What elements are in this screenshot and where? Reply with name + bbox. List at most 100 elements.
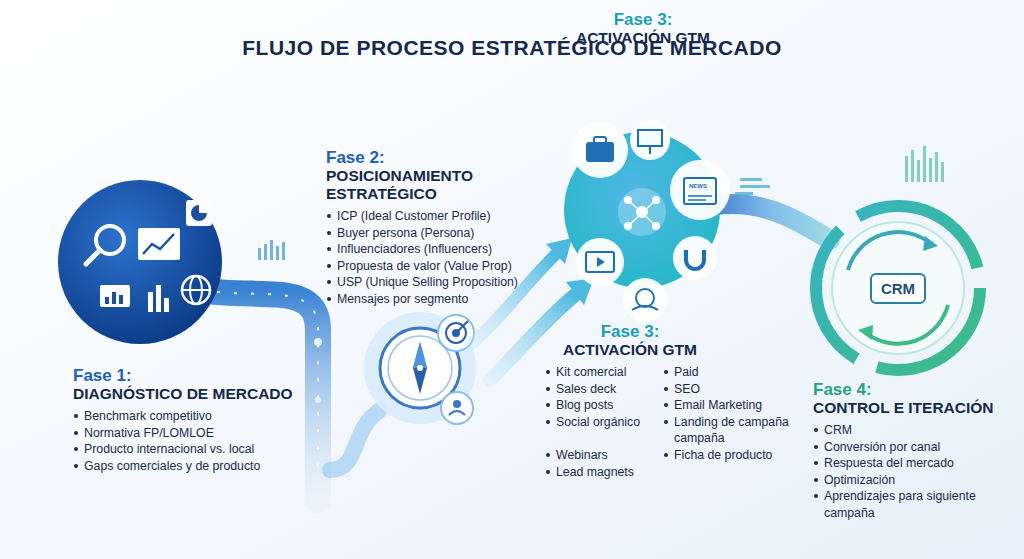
item-text: Benchmark competitivo xyxy=(84,409,212,423)
illustration-part xyxy=(586,142,614,162)
item-text: Respuesta del mercado xyxy=(824,456,954,470)
bullet-item: SEO xyxy=(663,381,791,398)
item-text: Mensajes por segmento xyxy=(337,292,468,306)
item-text: Conversión por canal xyxy=(824,440,940,454)
phase-heading: POSICIONAMIENTO ESTRATÉGICO xyxy=(326,167,486,203)
item-text: Social orgánico xyxy=(556,415,640,429)
illustration-part xyxy=(941,162,944,182)
bullet-item: ICP (Ideal Customer Profile) xyxy=(326,208,526,225)
phase-number: Fase 3: xyxy=(545,322,715,341)
illustration-part xyxy=(186,200,212,226)
illustration-part xyxy=(686,250,704,269)
illustration-part xyxy=(119,295,123,304)
item-text: Landing de campaña campaña xyxy=(674,415,789,446)
illustration-part xyxy=(670,160,730,220)
item-text: Gaps comerciales y de producto xyxy=(84,459,260,473)
bullet-item: Respuesta del mercado xyxy=(813,455,1018,472)
bullet-item: Kit comercial xyxy=(545,364,663,381)
phase-node: Fase 1:DIAGNÓSTICO DE MERCADO Benchmark c… xyxy=(73,366,305,474)
illustration-part xyxy=(441,392,473,424)
diagram-title: FLUJO DE PROCESO ESTRATÉGICO DE MERCADO xyxy=(0,36,1024,60)
illustration-part xyxy=(649,146,651,154)
illustration-part xyxy=(315,397,321,403)
bullet-dot xyxy=(74,447,78,451)
bullet-item: Producto internacional vs. local xyxy=(73,441,305,458)
bullet-item: Buyer persona (Persona) xyxy=(326,225,526,242)
illustration-part xyxy=(917,160,920,182)
illustration-part xyxy=(417,365,423,371)
bullet-dot xyxy=(546,453,550,457)
illustration-part xyxy=(112,292,116,304)
bullet-item: Conversión por canal xyxy=(813,439,1018,456)
bullet-item: Influenciadores (Influencers) xyxy=(326,241,526,258)
illustration-part xyxy=(848,232,930,270)
illustration-part xyxy=(935,152,938,182)
item-text: Producto internacional vs. local xyxy=(84,442,254,456)
item-text: Blog posts xyxy=(556,398,613,412)
bullet-item: Sales deck xyxy=(545,381,663,398)
illustration-part xyxy=(594,137,606,143)
bullet-dot xyxy=(546,403,550,407)
bullet-item: Benchmark competitivo xyxy=(73,408,305,425)
bullet-dot xyxy=(664,453,668,457)
bullet-dot xyxy=(814,494,818,498)
bullet-dot xyxy=(814,428,818,432)
item-text: ICP (Ideal Customer Profile) xyxy=(337,209,491,223)
bullet-item: Ficha de producto xyxy=(663,447,791,464)
phase-number: Fase 1: xyxy=(73,366,305,385)
illustration-part xyxy=(929,158,932,182)
bullet-dot xyxy=(664,387,668,391)
crm-circle: CRM xyxy=(843,233,953,343)
phase-heading: ACTIVACIÓN GTM xyxy=(545,341,715,359)
item-text: Buyer persona (Persona) xyxy=(337,226,474,240)
bullet-item: Propuesta de valor (Value Prop) xyxy=(326,258,526,275)
bullet-dot xyxy=(664,403,668,407)
illustration-part xyxy=(911,150,914,182)
item-text: Email Marketing xyxy=(674,398,762,412)
bullet-dot xyxy=(74,464,78,468)
bullet-dot xyxy=(664,420,668,424)
bullet-dot xyxy=(546,387,550,391)
bullet-dot xyxy=(327,231,331,235)
illustration-part xyxy=(138,228,180,260)
item-text: USP (Unique Selling Proposition) xyxy=(337,275,518,289)
illustration-part xyxy=(740,185,770,188)
illustration-part xyxy=(413,342,427,394)
illustration-part xyxy=(276,246,279,260)
phase-node: Fase 2:POSICIONAMIENTO ESTRATÉGICO ICP (I… xyxy=(326,148,526,308)
bullet-dot xyxy=(327,297,331,301)
item-text: Lead magnets xyxy=(556,465,634,479)
bullet-item: Lead magnets xyxy=(545,464,663,481)
illustration-part xyxy=(923,236,938,251)
illustration-part xyxy=(105,297,109,304)
illustration-part xyxy=(456,321,468,333)
illustration-part xyxy=(923,146,926,182)
illustration-part xyxy=(905,146,944,182)
bullet-dot xyxy=(327,247,331,251)
illustration-part xyxy=(86,250,100,264)
phase-heading: DIAGNÓSTICO DE MERCADO xyxy=(73,385,305,403)
illustration-part xyxy=(270,240,273,260)
bullet-item: Mensajes por segmento xyxy=(326,291,526,308)
illustration-part xyxy=(866,305,948,344)
item-text: Aprendizajes para siguiente campaña xyxy=(824,489,976,520)
illustration-part xyxy=(735,178,770,195)
bullet-dot xyxy=(546,370,550,374)
phase-number: Fase 4: xyxy=(813,380,1018,399)
illustration-part xyxy=(182,276,210,304)
item-text: Normativa FP/LOMLOE xyxy=(84,426,214,440)
illustration-part xyxy=(182,289,210,291)
bullet-item: Webinars xyxy=(545,447,663,464)
bullet-dot xyxy=(814,445,818,449)
illustration-part xyxy=(623,278,667,322)
illustration-part xyxy=(100,285,130,307)
phase-number: Fase 2: xyxy=(326,148,486,167)
illustration-part xyxy=(191,205,207,221)
phase-node: Fase 3:ACTIVACIÓN GTM xyxy=(568,10,718,52)
illustration-part xyxy=(832,222,964,354)
phase-heading: CONTROL E ITERACIÓN xyxy=(813,399,1018,417)
illustration-part xyxy=(314,338,322,346)
bullet-dot xyxy=(546,470,550,474)
bullet-item: Normativa FP/LOMLOE xyxy=(73,425,305,442)
bullet-item: Aprendizajes para siguiente campaña xyxy=(813,488,1018,521)
